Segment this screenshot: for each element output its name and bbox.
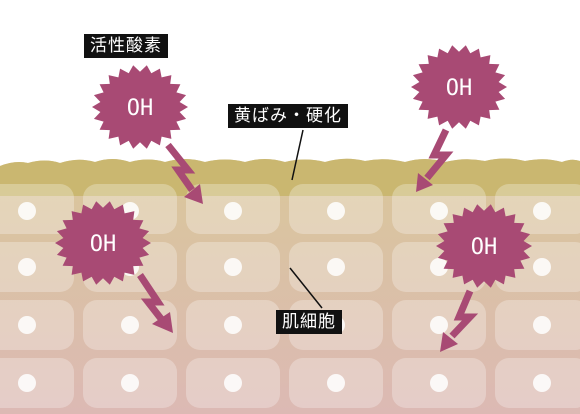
radical-burst-shape (436, 204, 532, 288)
skin-cell (0, 242, 74, 292)
skin-cell (0, 300, 74, 350)
skin-cell (0, 358, 74, 408)
yellowing-label: 黄ばみ・硬化 (228, 104, 348, 128)
cell-nucleus (121, 374, 139, 392)
cell-nucleus (18, 374, 36, 392)
free-radical-label: 活性酸素 (84, 34, 168, 58)
cell-nucleus (430, 316, 448, 334)
cell-nucleus (533, 202, 551, 220)
cell-nucleus (430, 258, 448, 276)
skin-cells-leader-line (289, 267, 323, 309)
cell-nucleus (430, 374, 448, 392)
damage-arrow-head (184, 184, 203, 204)
radical-burst-shape (55, 201, 151, 285)
skin-cell (0, 184, 74, 234)
skin-cells (0, 184, 580, 408)
cell-nucleus (327, 202, 345, 220)
damage-arrow (449, 289, 479, 339)
radical-label: OH (471, 235, 498, 260)
skin-layer (0, 158, 580, 414)
damage-arrow-head (440, 332, 458, 352)
cell-nucleus (121, 316, 139, 334)
cell-nucleus (18, 258, 36, 276)
yellowing-leader-line (291, 129, 304, 181)
cell-nucleus (224, 374, 242, 392)
radical-label: OH (446, 76, 473, 101)
cell-nucleus (533, 258, 551, 276)
damage-arrows (137, 128, 479, 352)
cell-nucleus (224, 258, 242, 276)
skin-cells-label: 肌細胞 (276, 310, 342, 334)
damage-arrow-head (152, 312, 173, 333)
cell-nucleus (533, 316, 551, 334)
radical-label: OH (127, 96, 154, 121)
cell-nucleus (18, 202, 36, 220)
free-radical-oh: OH (92, 65, 188, 149)
free-radicals: OH OH OH OH (55, 45, 532, 288)
damage-arrow (137, 273, 165, 323)
free-radical-oh: OH (436, 204, 532, 288)
radical-label: OH (90, 232, 117, 257)
damage-arrow (424, 128, 454, 181)
damage-arrow (165, 142, 196, 193)
cell-nucleus (224, 202, 242, 220)
free-radical-oh: OH (55, 201, 151, 285)
cell-nucleus (327, 374, 345, 392)
free-radical-oh: OH (411, 45, 507, 129)
cell-nucleus (224, 316, 242, 334)
damage-arrow-head (416, 173, 433, 192)
radical-burst-shape (411, 45, 507, 129)
cell-nucleus (327, 258, 345, 276)
cell-nucleus (430, 202, 448, 220)
radical-burst-shape (92, 65, 188, 149)
cell-nucleus (18, 316, 36, 334)
cell-nucleus (533, 374, 551, 392)
